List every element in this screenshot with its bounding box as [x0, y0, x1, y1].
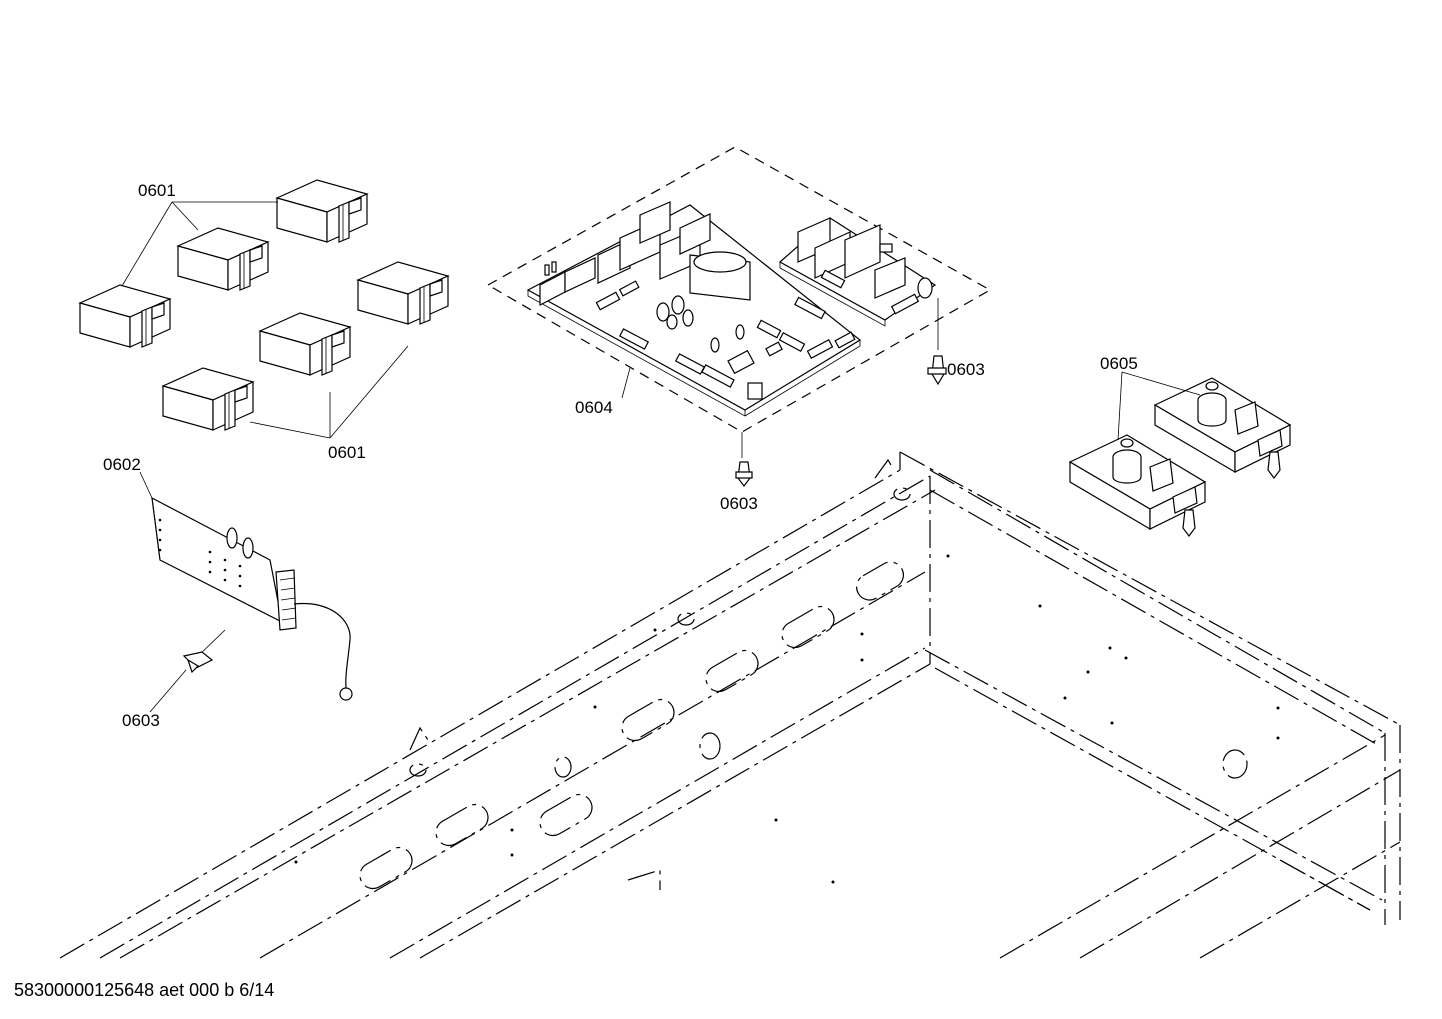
label-clip-small-board: 0603	[122, 711, 160, 730]
relay-block-6	[357, 261, 449, 325]
label-relay-group-top: 0601	[138, 181, 176, 200]
relay-block-1	[79, 284, 171, 348]
label-filter-modules: 0605	[1100, 354, 1138, 373]
clip-main-right	[927, 355, 947, 386]
filter-modules	[1068, 371, 1292, 537]
relay-block-4	[162, 367, 254, 431]
clip-small-board	[149, 651, 214, 713]
small-board-assembly	[139, 471, 353, 701]
label-small-board: 0602	[103, 455, 141, 474]
relay-blocks	[79, 179, 449, 439]
label-main-board: 0604	[575, 398, 613, 417]
clip-main-center	[735, 461, 753, 487]
drawing-reference-footer: 58300000125648 aet 000 b 6/14	[14, 980, 275, 1000]
label-clip-main-right: 0603	[947, 360, 985, 379]
relay-block-5	[259, 312, 351, 376]
chassis-frame	[59, 451, 1401, 959]
relay-block-3	[276, 179, 368, 243]
relay-block-2	[177, 227, 269, 291]
main-board-assembly	[486, 146, 992, 458]
label-relay-group-bottom: 0601	[328, 443, 366, 462]
label-clip-main-center: 0603	[720, 494, 758, 513]
